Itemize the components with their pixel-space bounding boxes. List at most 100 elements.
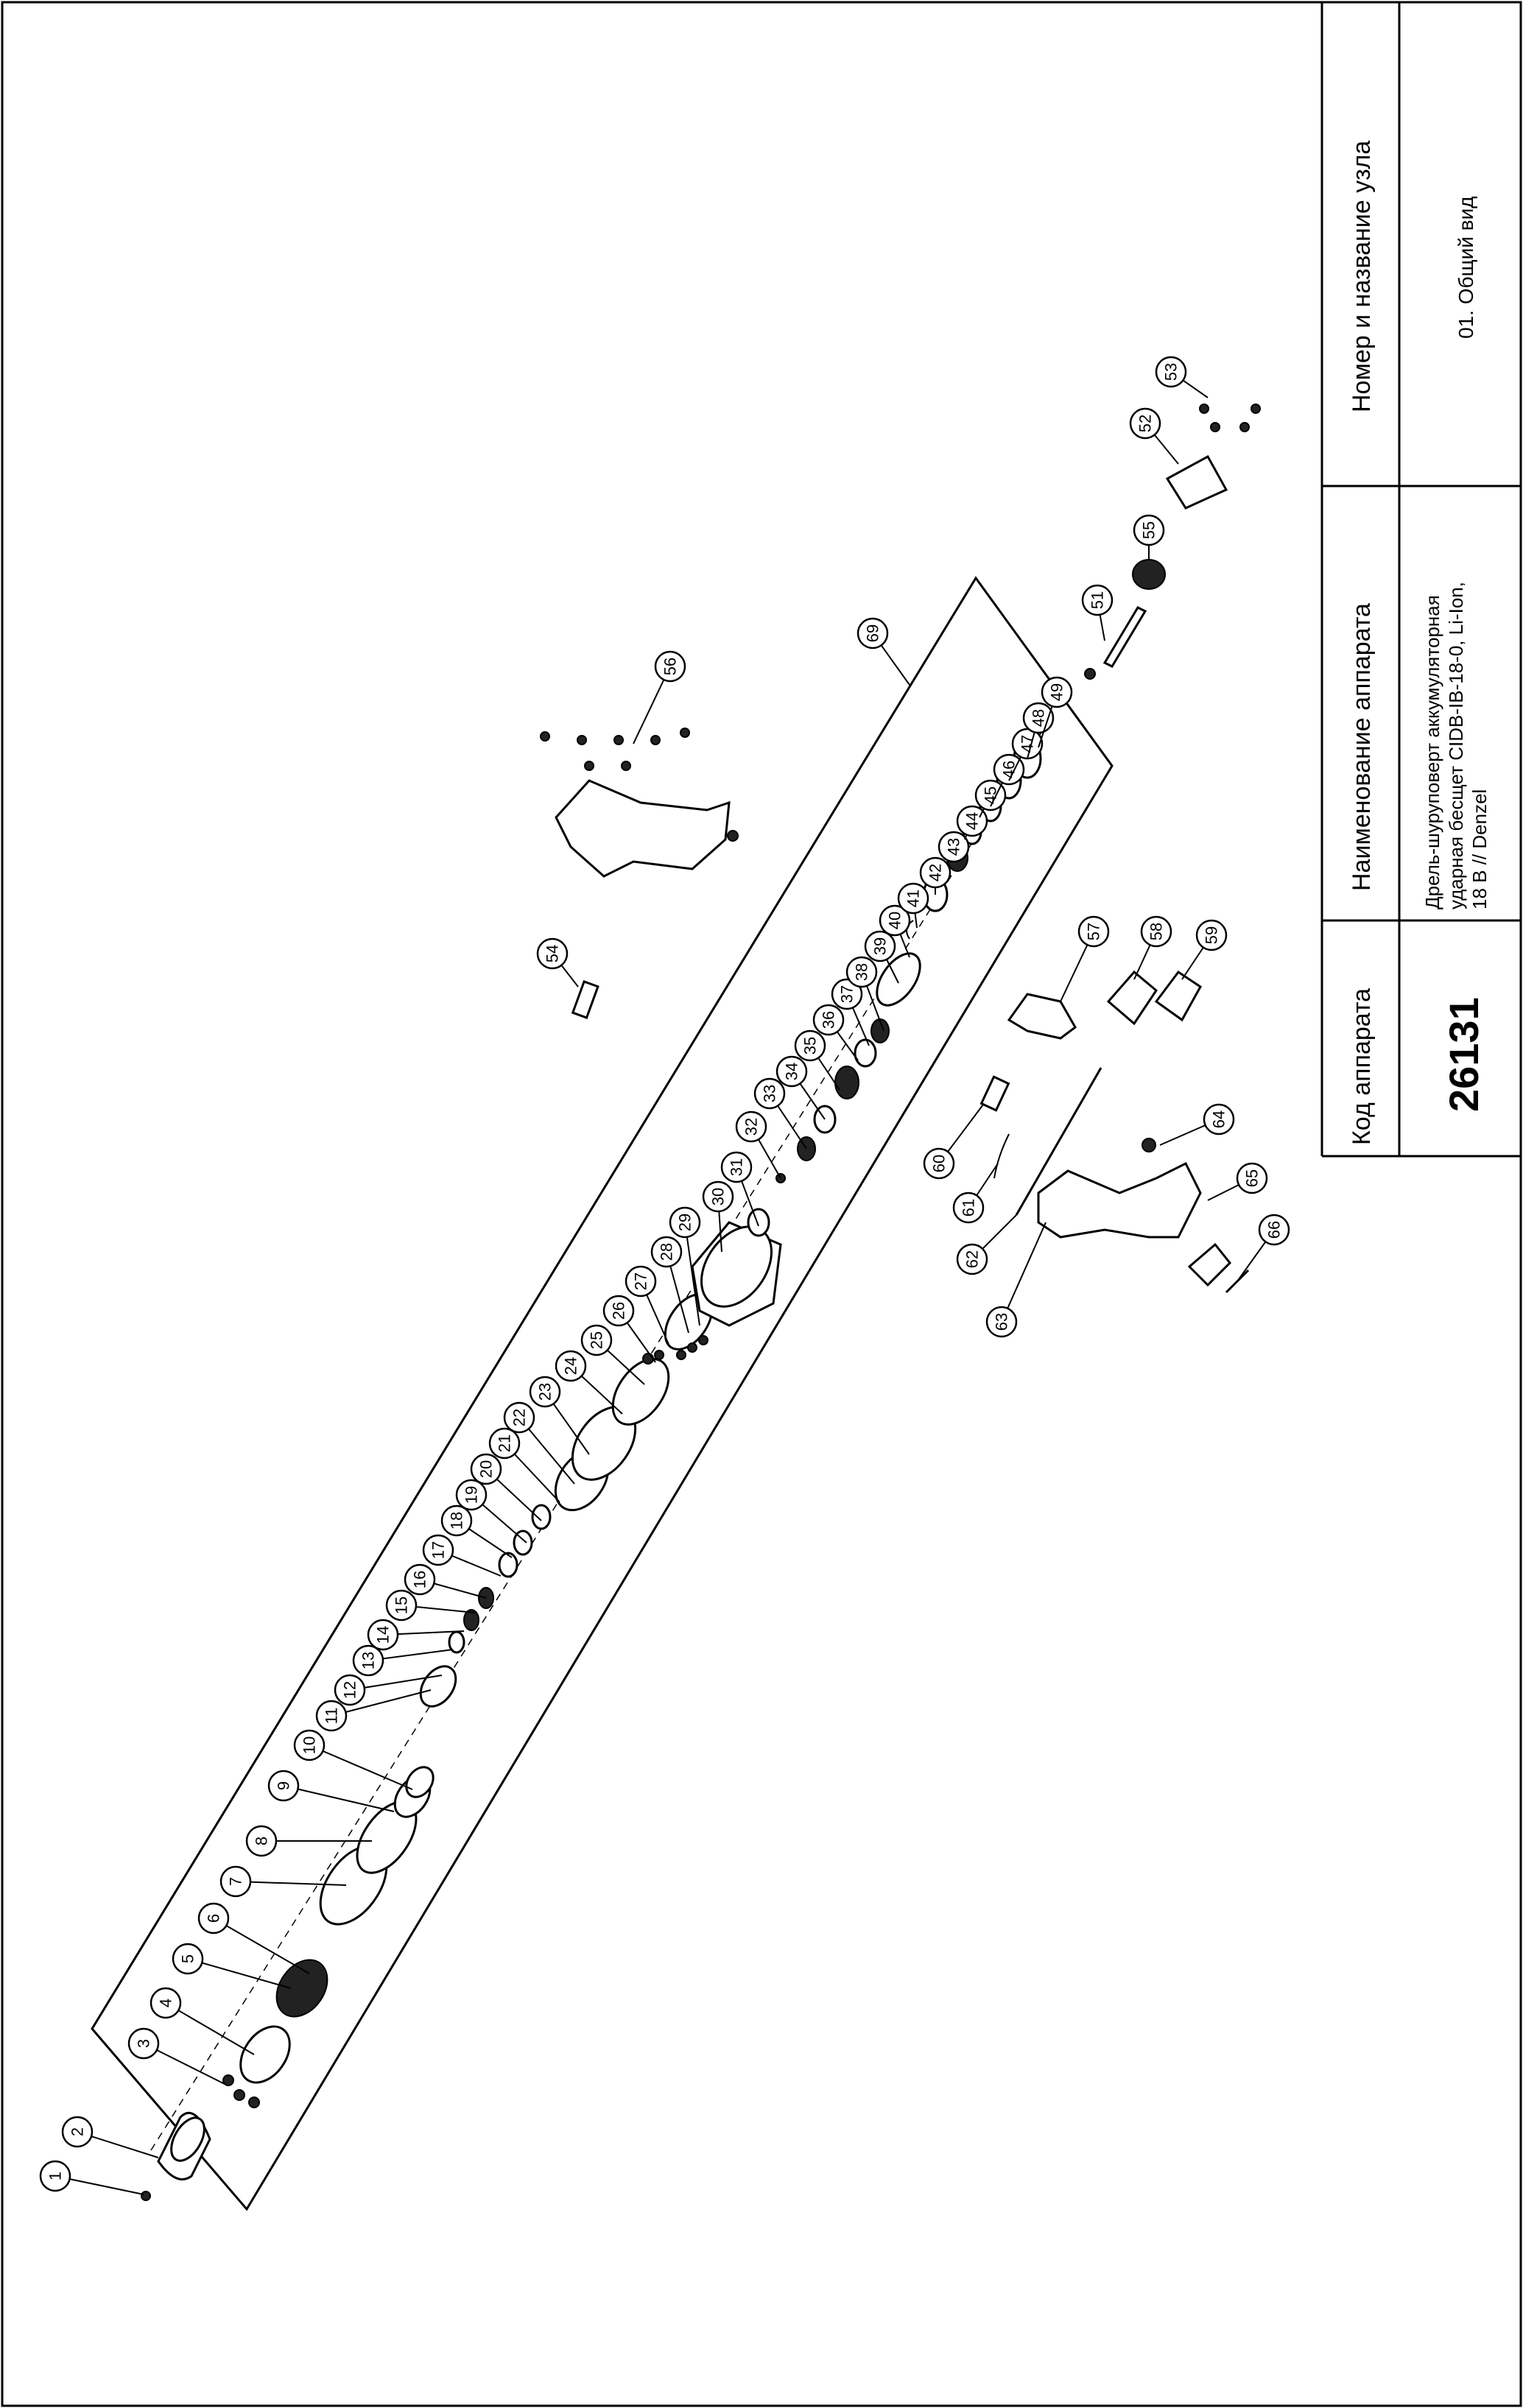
callout-25: 25 bbox=[580, 1324, 645, 1385]
callout-33: 33 bbox=[753, 1077, 807, 1150]
callout-number: 14 bbox=[374, 1626, 393, 1644]
callout-number: 22 bbox=[510, 1409, 529, 1426]
callout-number: 62 bbox=[963, 1250, 982, 1268]
callout-bubble bbox=[1140, 915, 1172, 948]
callout-number: 5 bbox=[179, 1954, 197, 1963]
callout-bubble bbox=[1081, 584, 1114, 616]
callout-number: 11 bbox=[323, 1708, 341, 1725]
callout-bubble bbox=[831, 978, 863, 1010]
callout-number: 54 bbox=[544, 945, 562, 962]
callout-bubble bbox=[654, 650, 686, 683]
callout-bubble bbox=[440, 1504, 473, 1537]
callout-41: 41 bbox=[897, 882, 929, 929]
callout-number: 63 bbox=[993, 1313, 1011, 1331]
callout-number: 28 bbox=[658, 1243, 676, 1261]
callout-bubble bbox=[857, 617, 889, 649]
callout-bubble bbox=[529, 1376, 561, 1408]
callout-bubble bbox=[956, 1243, 988, 1275]
callout-number: 26 bbox=[610, 1302, 628, 1320]
callout-bubble bbox=[794, 1029, 826, 1062]
callout-51: 51 bbox=[1081, 584, 1114, 641]
callout-number: 32 bbox=[742, 1118, 761, 1136]
callout-5: 5 bbox=[172, 1943, 292, 1989]
callout-bubble bbox=[1041, 676, 1073, 708]
callout-number: 31 bbox=[728, 1158, 746, 1176]
callout-bubble bbox=[650, 1236, 683, 1268]
callout-leader-line bbox=[213, 1918, 310, 1974]
callout-bubble bbox=[352, 1644, 384, 1677]
callout-bubble bbox=[812, 1004, 845, 1036]
callout-leader-line bbox=[187, 1958, 292, 1989]
callout-bubble bbox=[315, 1700, 348, 1732]
callout-bubble bbox=[197, 1902, 230, 1935]
callout-number: 57 bbox=[1085, 923, 1103, 940]
callout-number: 41 bbox=[904, 890, 923, 907]
callout-number: 2 bbox=[68, 2127, 87, 2136]
callout-52: 52 bbox=[1129, 407, 1179, 465]
callout-bubble bbox=[334, 1674, 366, 1706]
callout-leader-line bbox=[309, 1745, 413, 1790]
front-housing-parts bbox=[222, 1766, 435, 2108]
callout-number: 39 bbox=[871, 937, 890, 955]
callout-40: 40 bbox=[879, 904, 911, 958]
callout-number: 69 bbox=[864, 624, 882, 642]
callout-bubble bbox=[879, 904, 911, 937]
callout-32: 32 bbox=[735, 1110, 781, 1179]
callout-37: 37 bbox=[831, 978, 870, 1046]
callout-23: 23 bbox=[529, 1376, 590, 1455]
callout-42: 42 bbox=[919, 856, 952, 895]
callout-number: 24 bbox=[562, 1357, 580, 1375]
callout-20: 20 bbox=[470, 1453, 542, 1521]
callout-bubble bbox=[897, 882, 929, 915]
callout-9: 9 bbox=[267, 1770, 395, 1812]
callout-number: 33 bbox=[761, 1085, 779, 1102]
callout-14: 14 bbox=[367, 1619, 465, 1651]
device-name-line3: 18 В // Denzel bbox=[1469, 789, 1491, 909]
col1-header: Код аппарата bbox=[1348, 988, 1376, 1145]
callout-27: 27 bbox=[625, 1265, 671, 1348]
callout-number: 36 bbox=[820, 1011, 838, 1029]
callout-4: 4 bbox=[150, 1987, 255, 2055]
callout-bubble bbox=[625, 1265, 657, 1298]
callout-number: 20 bbox=[477, 1460, 496, 1478]
callout-bubble bbox=[39, 2160, 71, 2192]
callout-13: 13 bbox=[352, 1644, 454, 1677]
electronics-parts bbox=[979, 970, 1202, 1216]
callout-bubble bbox=[293, 1729, 326, 1761]
callout-number: 49 bbox=[1048, 683, 1066, 701]
callout-12: 12 bbox=[334, 1674, 443, 1706]
callout-bubble bbox=[150, 1987, 182, 2019]
callout-22: 22 bbox=[503, 1401, 575, 1485]
callout-57: 57 bbox=[1060, 915, 1110, 1002]
callout-59: 59 bbox=[1181, 919, 1228, 980]
callout-31: 31 bbox=[720, 1151, 759, 1227]
callout-number: 13 bbox=[359, 1652, 378, 1669]
callout-number: 15 bbox=[393, 1596, 411, 1614]
callout-number: 38 bbox=[853, 963, 871, 981]
callout-3: 3 bbox=[127, 2027, 225, 2085]
callout-number: 55 bbox=[1140, 521, 1158, 539]
callout-38: 38 bbox=[845, 956, 884, 1032]
callout-bubble bbox=[775, 1055, 808, 1088]
callout-7: 7 bbox=[219, 1865, 347, 1898]
callout-number: 10 bbox=[300, 1736, 319, 1754]
callout-64: 64 bbox=[1159, 1103, 1235, 1146]
callout-number: 59 bbox=[1203, 926, 1221, 944]
callout-bubble bbox=[702, 1180, 734, 1213]
callout-bubble bbox=[367, 1619, 399, 1651]
callout-number: 37 bbox=[838, 985, 857, 1003]
callout-44: 44 bbox=[956, 805, 988, 840]
callout-number: 35 bbox=[801, 1037, 820, 1055]
callout-number: 44 bbox=[963, 812, 982, 830]
callout-19: 19 bbox=[455, 1479, 527, 1543]
callout-number: 43 bbox=[945, 838, 963, 856]
callout-45: 45 bbox=[974, 779, 1007, 818]
callout-bubble bbox=[245, 1825, 278, 1857]
callout-49: 49 bbox=[1038, 676, 1073, 748]
callout-bubble bbox=[267, 1770, 300, 1802]
callout-number: 66 bbox=[1265, 1221, 1284, 1239]
callout-bubble bbox=[602, 1295, 635, 1327]
callout-number: 53 bbox=[1162, 363, 1181, 381]
